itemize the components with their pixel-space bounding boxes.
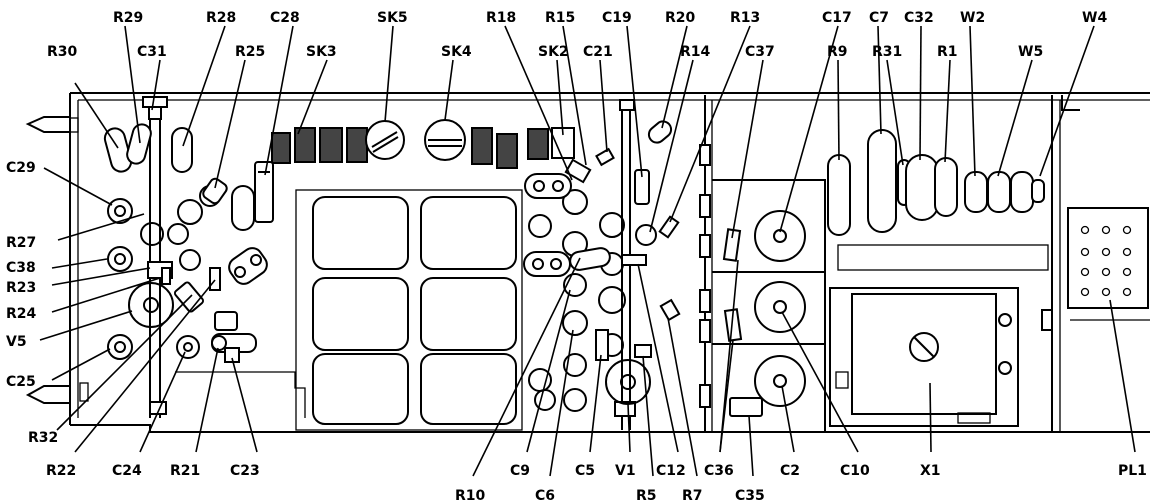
label-r1: R1 — [937, 44, 958, 60]
label-c37: C37 — [745, 44, 775, 60]
label-r31: R31 — [872, 44, 902, 60]
label-r13: R13 — [730, 10, 760, 26]
label-r25: R25 — [235, 44, 265, 60]
label-r10: R10 — [455, 488, 486, 503]
socket-row — [271, 119, 575, 169]
label-c12: C12 — [656, 463, 686, 479]
label-w2: W2 — [960, 10, 985, 26]
label-sk4: SK4 — [441, 44, 472, 60]
label-c23: C23 — [230, 463, 260, 479]
label-c10: C10 — [840, 463, 870, 479]
label-pl1: PL1 — [1118, 463, 1147, 479]
label-r23: R23 — [6, 280, 36, 296]
label-c32: C32 — [904, 10, 934, 26]
label-c28: C28 — [270, 10, 300, 26]
label-sk3: SK3 — [306, 44, 337, 60]
label-c24: C24 — [112, 463, 142, 479]
middle-components — [523, 120, 681, 412]
label-r15: R15 — [545, 10, 575, 26]
label-c2: C2 — [780, 463, 800, 479]
label-w5: W5 — [1018, 44, 1043, 60]
label-r32: R32 — [28, 430, 58, 446]
label-c31: C31 — [137, 44, 167, 60]
label-c21: C21 — [583, 44, 613, 60]
label-sk2: SK2 — [538, 44, 569, 60]
chassis-outline — [25, 92, 1150, 433]
component-labels: R29 R28 C28 SK5 SK4 R18 R15 C19 R20 R13 … — [6, 10, 1147, 503]
label-v1: V1 — [615, 463, 636, 479]
label-v5: V5 — [6, 334, 27, 350]
central-block-array — [295, 189, 523, 431]
label-c36: C36 — [704, 463, 734, 479]
label-c7: C7 — [869, 10, 889, 26]
crystal-x1-assembly — [829, 287, 1019, 427]
label-r22: R22 — [46, 463, 76, 479]
label-r27: R27 — [6, 235, 36, 251]
label-r24: R24 — [6, 306, 37, 322]
label-r20: R20 — [665, 10, 696, 26]
label-r30: R30 — [47, 44, 78, 60]
connector-pl1 — [1067, 207, 1149, 309]
label-c35: C35 — [735, 488, 765, 503]
label-c19: C19 — [602, 10, 632, 26]
label-c38: C38 — [6, 260, 36, 276]
label-r29: R29 — [113, 10, 143, 26]
socket-sk5 — [346, 120, 405, 163]
label-r18: R18 — [486, 10, 516, 26]
label-c6: C6 — [535, 488, 555, 503]
left-components — [103, 123, 274, 363]
label-w4: W4 — [1082, 10, 1107, 26]
label-c5: C5 — [575, 463, 595, 479]
label-r28: R28 — [206, 10, 236, 26]
label-r21: R21 — [170, 463, 200, 479]
label-x1: X1 — [920, 463, 941, 479]
label-r9: R9 — [827, 44, 848, 60]
terminal-components — [722, 210, 806, 417]
label-r7: R7 — [682, 488, 703, 503]
label-c17: C17 — [822, 10, 852, 26]
label-r5: R5 — [636, 488, 657, 503]
leader-lines — [39, 25, 1136, 477]
label-c29: C29 — [6, 160, 36, 176]
label-c25: C25 — [6, 374, 36, 390]
label-sk5: SK5 — [377, 10, 408, 26]
socket-sk3 — [271, 127, 343, 164]
label-c9: C9 — [510, 463, 530, 479]
label-r14: R14 — [680, 44, 711, 60]
socket-sk4 — [424, 119, 518, 169]
top-right-components — [827, 129, 1045, 236]
